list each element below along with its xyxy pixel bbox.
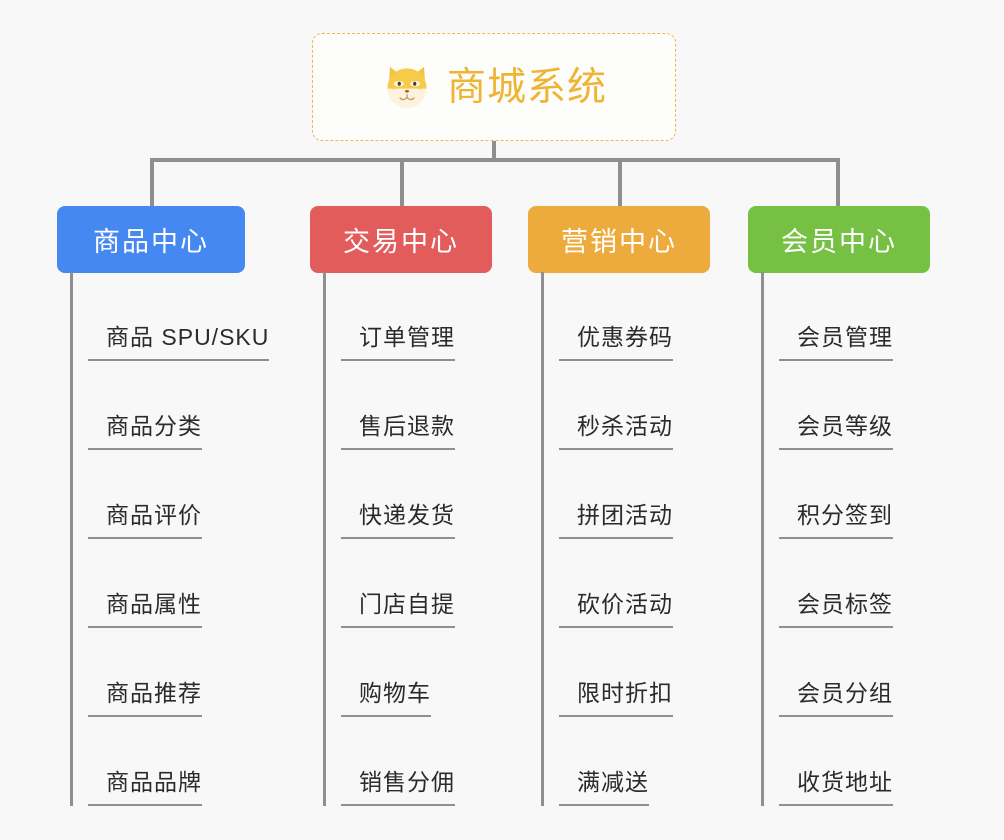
- leaf-label: 商品属性: [88, 593, 202, 628]
- list-item[interactable]: 快递发货: [341, 450, 492, 539]
- leaf-label: 商品推荐: [88, 682, 202, 717]
- leaf-label: 售后退款: [341, 415, 455, 450]
- leaf-label: 会员等级: [779, 415, 893, 450]
- branch-header-label: 营销中心: [561, 227, 677, 257]
- leaf-label: 商品分类: [88, 415, 202, 450]
- list-item[interactable]: 商品属性: [88, 539, 245, 628]
- branch-member-center: 会员中心 会员管理 会员等级 积分签到 会员标签 会员分组 收货地址: [748, 206, 930, 806]
- leaf-label: 销售分佣: [341, 771, 455, 806]
- root-node[interactable]: 商城系统: [312, 33, 676, 141]
- list-item[interactable]: 拼团活动: [559, 450, 710, 539]
- branch-marketing-center: 营销中心 优惠券码 秒杀活动 拼团活动 砍价活动 限时折扣 满减送: [528, 206, 710, 806]
- list-item[interactable]: 商品推荐: [88, 628, 245, 717]
- leaf-list-product-center: 商品 SPU/SKU 商品分类 商品评价 商品属性 商品推荐 商品品牌: [70, 272, 270, 806]
- list-item[interactable]: 销售分佣: [341, 717, 492, 806]
- branch-header-label: 商品中心: [93, 227, 209, 257]
- shiba-dog-face-icon: [387, 66, 427, 109]
- list-item[interactable]: 订单管理: [341, 272, 492, 361]
- leaf-label: 秒杀活动: [559, 415, 673, 450]
- root-title: 商城系统: [446, 65, 607, 109]
- connector-drop-3: [618, 158, 622, 206]
- leaf-list-trade-center: 订单管理 售后退款 快递发货 门店自提 购物车 销售分佣: [323, 272, 492, 806]
- list-item[interactable]: 会员等级: [779, 361, 930, 450]
- branch-header-label: 会员中心: [781, 227, 897, 257]
- connector-root-stem: [492, 141, 496, 162]
- list-item[interactable]: 商品评价: [88, 450, 245, 539]
- leaf-label: 满减送: [559, 771, 649, 806]
- branch-header-label: 交易中心: [343, 227, 459, 257]
- leaf-label: 订单管理: [341, 326, 455, 361]
- list-item[interactable]: 商品分类: [88, 361, 245, 450]
- leaf-list-marketing-center: 优惠券码 秒杀活动 拼团活动 砍价活动 限时折扣 满减送: [541, 272, 710, 806]
- leaf-label: 砍价活动: [559, 593, 673, 628]
- leaf-label: 门店自提: [341, 593, 455, 628]
- leaf-label: 快递发货: [341, 504, 455, 539]
- list-item[interactable]: 优惠券码: [559, 272, 710, 361]
- list-item[interactable]: 门店自提: [341, 539, 492, 628]
- list-item[interactable]: 收货地址: [779, 717, 930, 806]
- list-item[interactable]: 砍价活动: [559, 539, 710, 628]
- leaf-label: 购物车: [341, 682, 431, 717]
- list-item[interactable]: 满减送: [559, 717, 710, 806]
- leaf-label: 会员管理: [779, 326, 893, 361]
- leaf-label: 商品品牌: [88, 771, 202, 806]
- list-item[interactable]: 秒杀活动: [559, 361, 710, 450]
- connector-horizontal-bus: [150, 158, 840, 162]
- list-item[interactable]: 购物车: [341, 628, 492, 717]
- leaf-list-member-center: 会员管理 会员等级 积分签到 会员标签 会员分组 收货地址: [761, 272, 930, 806]
- list-item[interactable]: 限时折扣: [559, 628, 710, 717]
- connector-drop-1: [150, 158, 154, 206]
- leaf-label: 会员分组: [779, 682, 893, 717]
- list-item[interactable]: 商品 SPU/SKU: [88, 272, 270, 361]
- list-item[interactable]: 商品品牌: [88, 717, 245, 806]
- leaf-label: 限时折扣: [559, 682, 673, 717]
- branch-header-trade-center[interactable]: 交易中心: [310, 206, 492, 273]
- list-item[interactable]: 会员管理: [779, 272, 930, 361]
- leaf-label: 收货地址: [779, 771, 893, 806]
- connector-drop-2: [400, 158, 404, 206]
- leaf-label: 优惠券码: [559, 326, 673, 361]
- branch-trade-center: 交易中心 订单管理 售后退款 快递发货 门店自提 购物车 销售分佣: [310, 206, 492, 806]
- leaf-label: 商品评价: [88, 504, 202, 539]
- leaf-label: 拼团活动: [559, 504, 673, 539]
- branch-header-product-center[interactable]: 商品中心: [57, 206, 245, 273]
- leaf-label: 积分签到: [779, 504, 893, 539]
- list-item[interactable]: 售后退款: [341, 361, 492, 450]
- leaf-label: 会员标签: [779, 593, 893, 628]
- leaf-label: 商品 SPU/SKU: [88, 326, 270, 361]
- branch-product-center: 商品中心 商品 SPU/SKU 商品分类 商品评价 商品属性 商品推荐 商品品牌: [57, 206, 270, 806]
- list-item[interactable]: 会员标签: [779, 539, 930, 628]
- branch-header-marketing-center[interactable]: 营销中心: [528, 206, 710, 273]
- list-item[interactable]: 会员分组: [779, 628, 930, 717]
- connector-drop-4: [836, 158, 840, 206]
- branch-header-member-center[interactable]: 会员中心: [748, 206, 930, 273]
- list-item[interactable]: 积分签到: [779, 450, 930, 539]
